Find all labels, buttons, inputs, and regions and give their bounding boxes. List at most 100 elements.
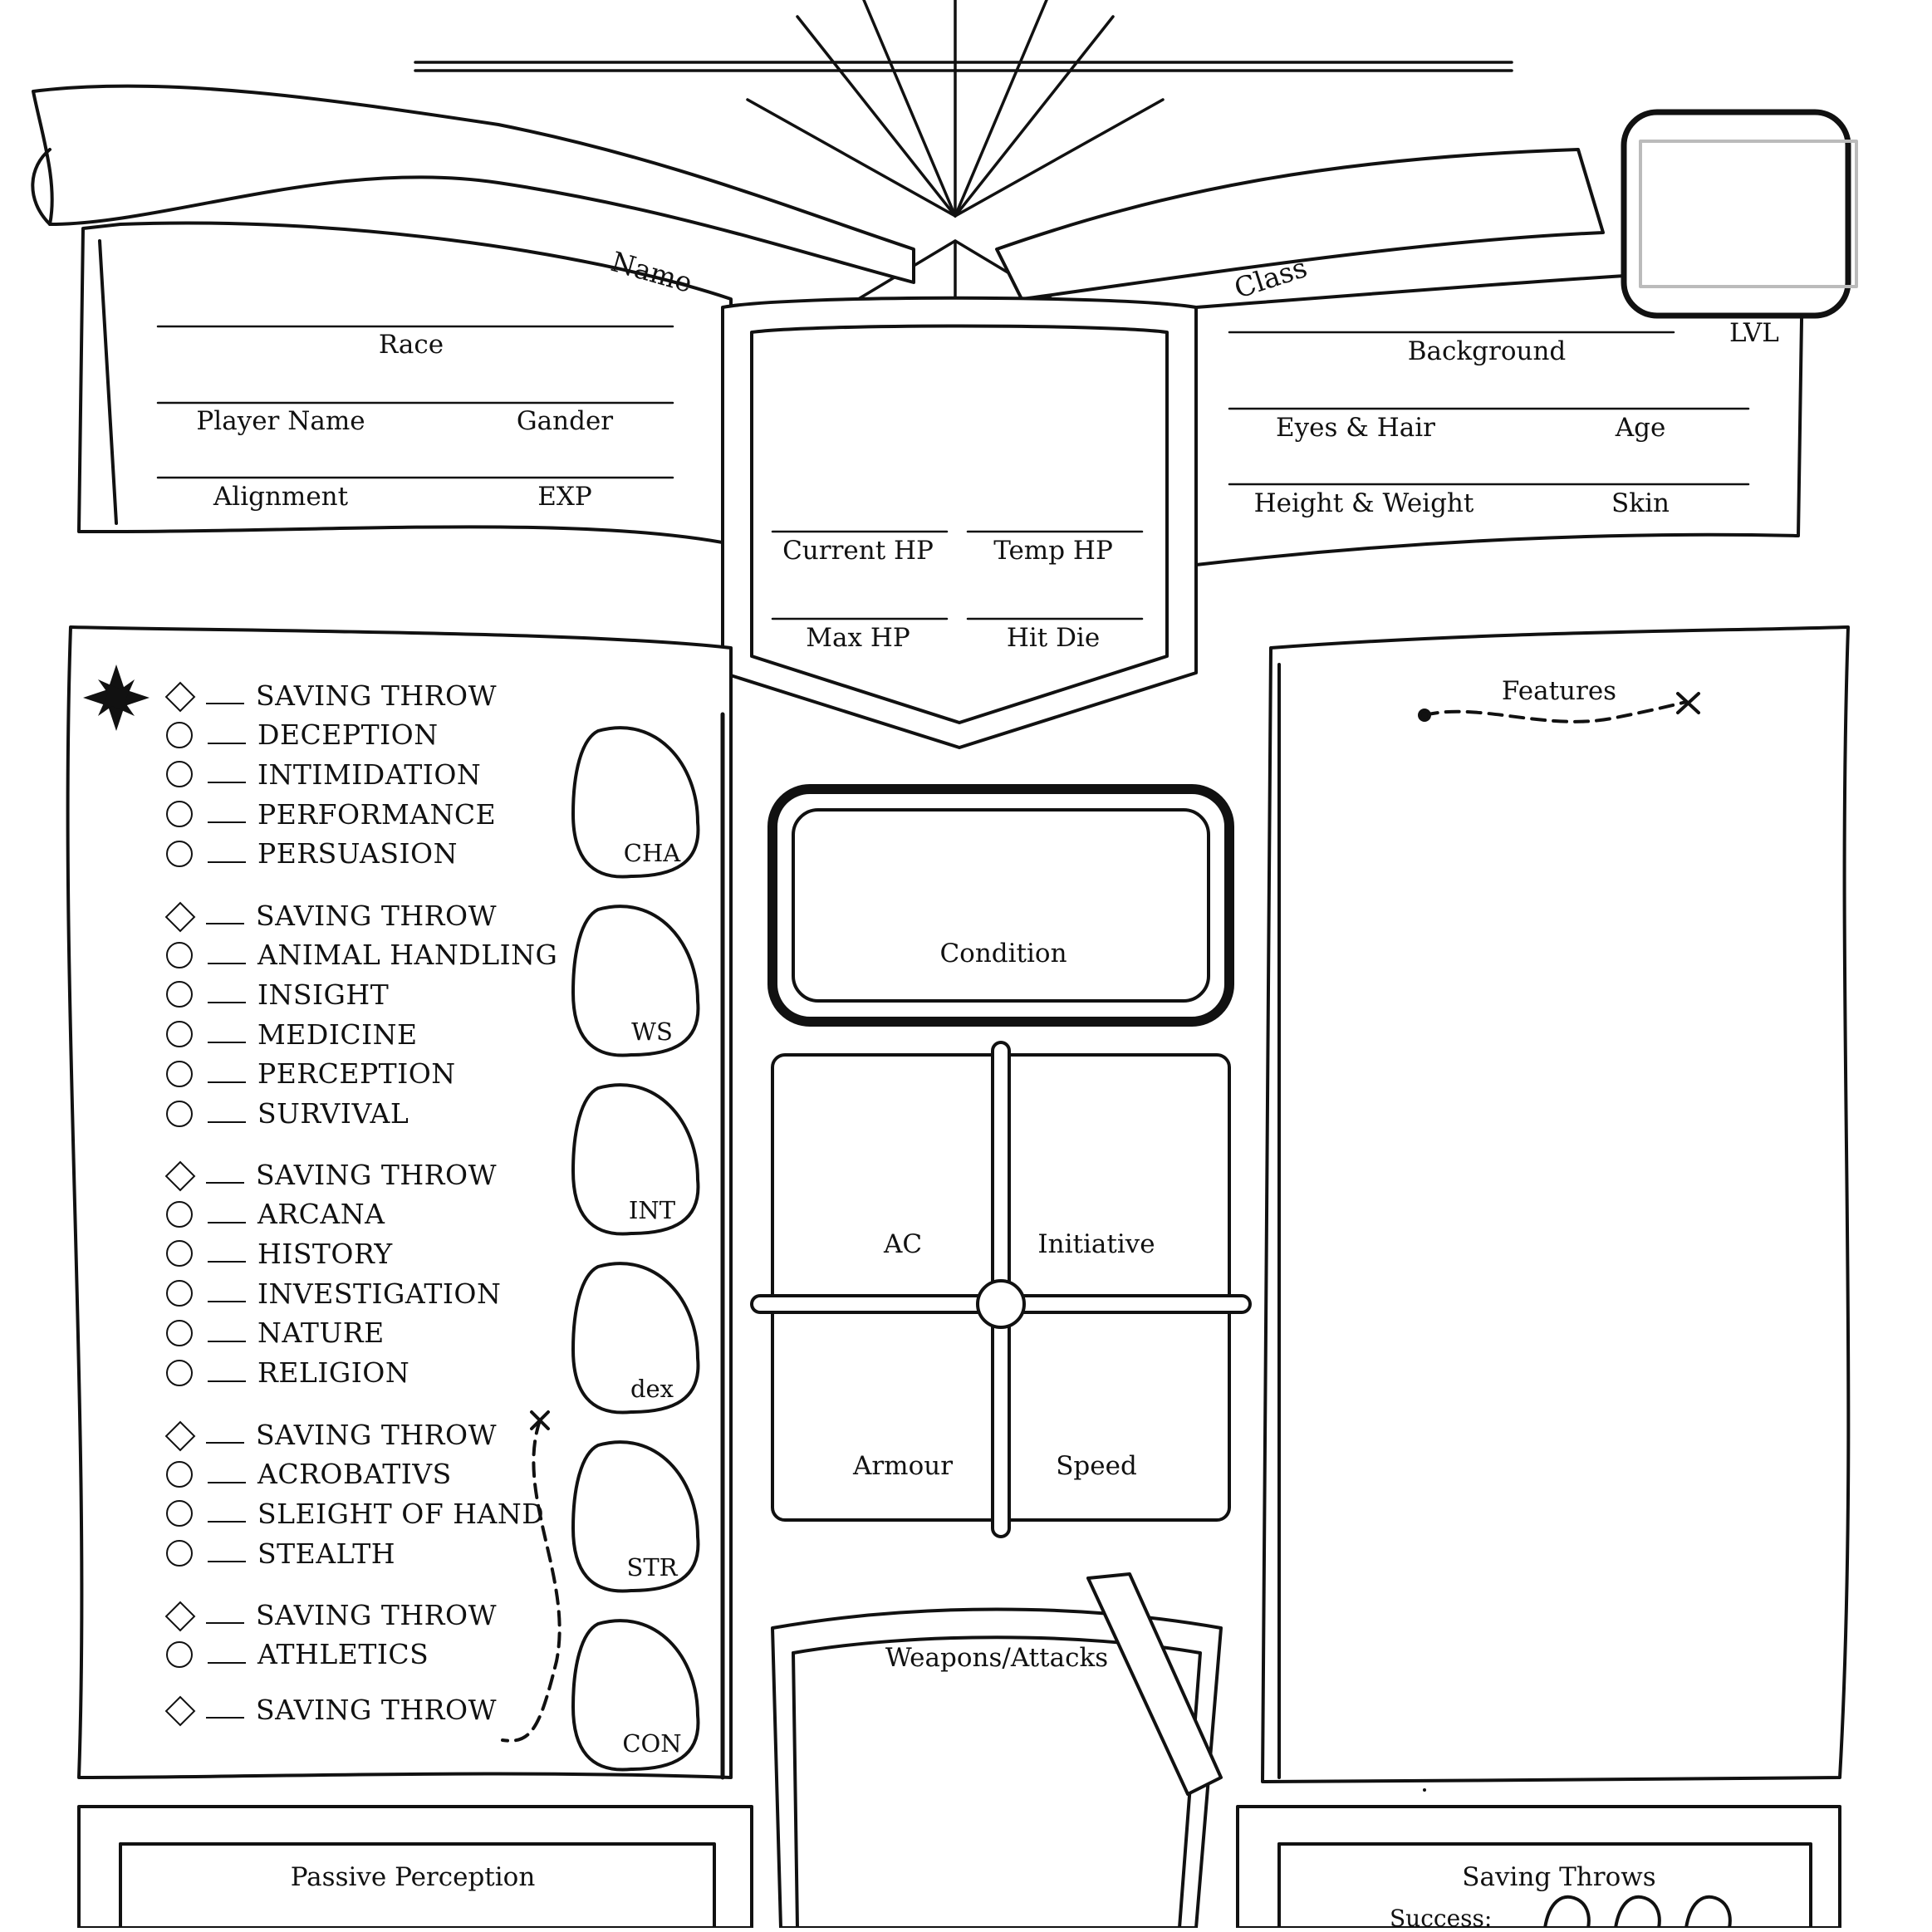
saving-throw-proficiency-diamond[interactable] [166,1162,191,1187]
level-input[interactable] [1645,145,1852,282]
skill-row: ACROBATIVS [166,1456,452,1493]
skill-name: NATURE [257,1317,385,1350]
level-box [1621,109,1851,319]
skill-bonus-blank[interactable] [208,726,246,744]
skill-row: PERSUASION [166,836,458,872]
ability-stone-label: CHA [623,839,681,867]
skills-panel [66,625,733,1779]
skill-proficiency-circle[interactable] [166,1021,193,1048]
skill-proficiency-circle[interactable] [166,840,193,867]
skill-proficiency-circle[interactable] [166,1540,193,1567]
ability-score-input[interactable] [581,1458,689,1545]
skill-bonus-blank[interactable] [208,1244,246,1263]
skill-bonus-blank[interactable] [208,1205,246,1223]
level-label: LVL [1729,318,1779,348]
skill-bonus-blank[interactable] [208,1504,246,1523]
skill-bonus-blank[interactable] [208,985,246,1004]
skill-row: HISTORY [166,1235,393,1272]
skill-bonus-blank[interactable] [208,765,246,784]
saving-throw-proficiency-diamond[interactable] [166,1422,191,1447]
speed-label: Speed [1056,1451,1137,1481]
skill-proficiency-circle[interactable] [166,1359,193,1386]
ability-stone-label: CON [622,1729,682,1758]
skill-bonus-blank[interactable] [208,1025,246,1044]
skill-name: ANIMAL HANDLING [257,939,558,972]
skill-proficiency-circle[interactable] [166,1640,193,1668]
ability-stones [571,726,700,1772]
skill-bonus-blank[interactable] [208,946,246,964]
height-weight-label: Height & Weight [1253,488,1474,518]
saving-throw-proficiency-diamond[interactable] [166,1602,191,1627]
skill-proficiency-circle[interactable] [166,761,193,788]
skill-proficiency-circle[interactable] [166,1500,193,1527]
skill-proficiency-circle[interactable] [166,1060,193,1087]
saving-throw-proficiency-diamond[interactable] [166,1697,191,1722]
name-banner [32,84,915,284]
skill-bonus-blank[interactable] [206,686,244,704]
saving-throw-proficiency-diamond[interactable] [166,683,191,708]
skill-bonus-blank[interactable] [208,1324,246,1342]
skill-bonus-blank[interactable] [208,805,246,824]
current-hp-label: Current HP [782,536,934,566]
skill-proficiency-circle[interactable] [166,1200,193,1228]
skill-name: RELIGION [257,1356,410,1389]
skill-name: SAVING THROW [256,1418,497,1451]
ability-stone-label: WS [631,1017,673,1046]
skill-name: PERFORMANCE [257,797,497,831]
skill-bonus-blank[interactable] [208,1284,246,1303]
ability-stone-label: dex [630,1375,674,1403]
skill-proficiency-circle[interactable] [166,721,193,748]
skill-name: ACROBATIVS [257,1458,452,1491]
skill-row: DECEPTION [166,717,439,753]
ability-score-input[interactable] [581,922,689,1009]
skill-bonus-blank[interactable] [206,1425,244,1444]
skill-row: SAVING THROW [166,1691,497,1728]
skill-proficiency-circle[interactable] [166,1100,193,1127]
age-label: Age [1615,413,1666,443]
skill-name: MEDICINE [257,1017,418,1051]
ability-score-input[interactable] [581,743,689,831]
skill-bonus-blank[interactable] [206,1165,244,1184]
skill-bonus-blank[interactable] [206,906,244,924]
skill-row: SURVIVAL [166,1096,409,1132]
ability-score-input[interactable] [581,1634,689,1721]
skill-proficiency-circle[interactable] [166,1319,193,1346]
skill-bonus-blank[interactable] [208,1364,246,1382]
skill-name: SLEIGHT OF HAND [257,1497,545,1530]
initiative-label: Initiative [1037,1229,1155,1259]
skill-bonus-blank[interactable] [208,845,246,863]
success-label: Success: [1390,1905,1493,1932]
features-label: Features [1501,676,1617,706]
skill-bonus-blank[interactable] [208,1544,246,1563]
skill-name: ATHLETICS [257,1638,429,1671]
ability-score-input[interactable] [581,1101,689,1188]
skill-name: INVESTIGATION [257,1277,502,1310]
skill-row: INSIGHT [166,976,389,1013]
skill-row: SAVING THROW [166,1416,497,1453]
skill-bonus-blank[interactable] [208,1465,246,1483]
skill-bonus-blank[interactable] [208,1065,246,1083]
skill-row: ANIMAL HANDLING [166,937,557,973]
skill-bonus-blank[interactable] [206,1700,244,1719]
temp-hp-label: Temp HP [993,536,1113,566]
condition-label: Condition [939,939,1067,968]
race-label: Race [378,330,444,360]
skill-proficiency-circle[interactable] [166,1460,193,1488]
saving-throw-proficiency-diamond[interactable] [166,903,191,928]
skill-name: PERCEPTION [257,1057,456,1091]
skill-proficiency-circle[interactable] [166,1280,193,1307]
skill-proficiency-circle[interactable] [166,1240,193,1268]
skill-name: ARCANA [257,1198,385,1231]
skill-proficiency-circle[interactable] [166,981,193,1008]
exp-label: EXP [537,482,592,512]
features-textarea[interactable] [1296,731,1827,1761]
skill-bonus-blank[interactable] [206,1606,244,1624]
skill-bonus-blank[interactable] [208,1105,246,1123]
skill-proficiency-circle[interactable] [166,941,193,968]
skill-proficiency-circle[interactable] [166,801,193,828]
success-marks [1543,1895,1732,1928]
skill-bonus-blank[interactable] [208,1645,246,1664]
skill-row: ARCANA [166,1196,385,1233]
ability-score-input[interactable] [581,1279,689,1366]
